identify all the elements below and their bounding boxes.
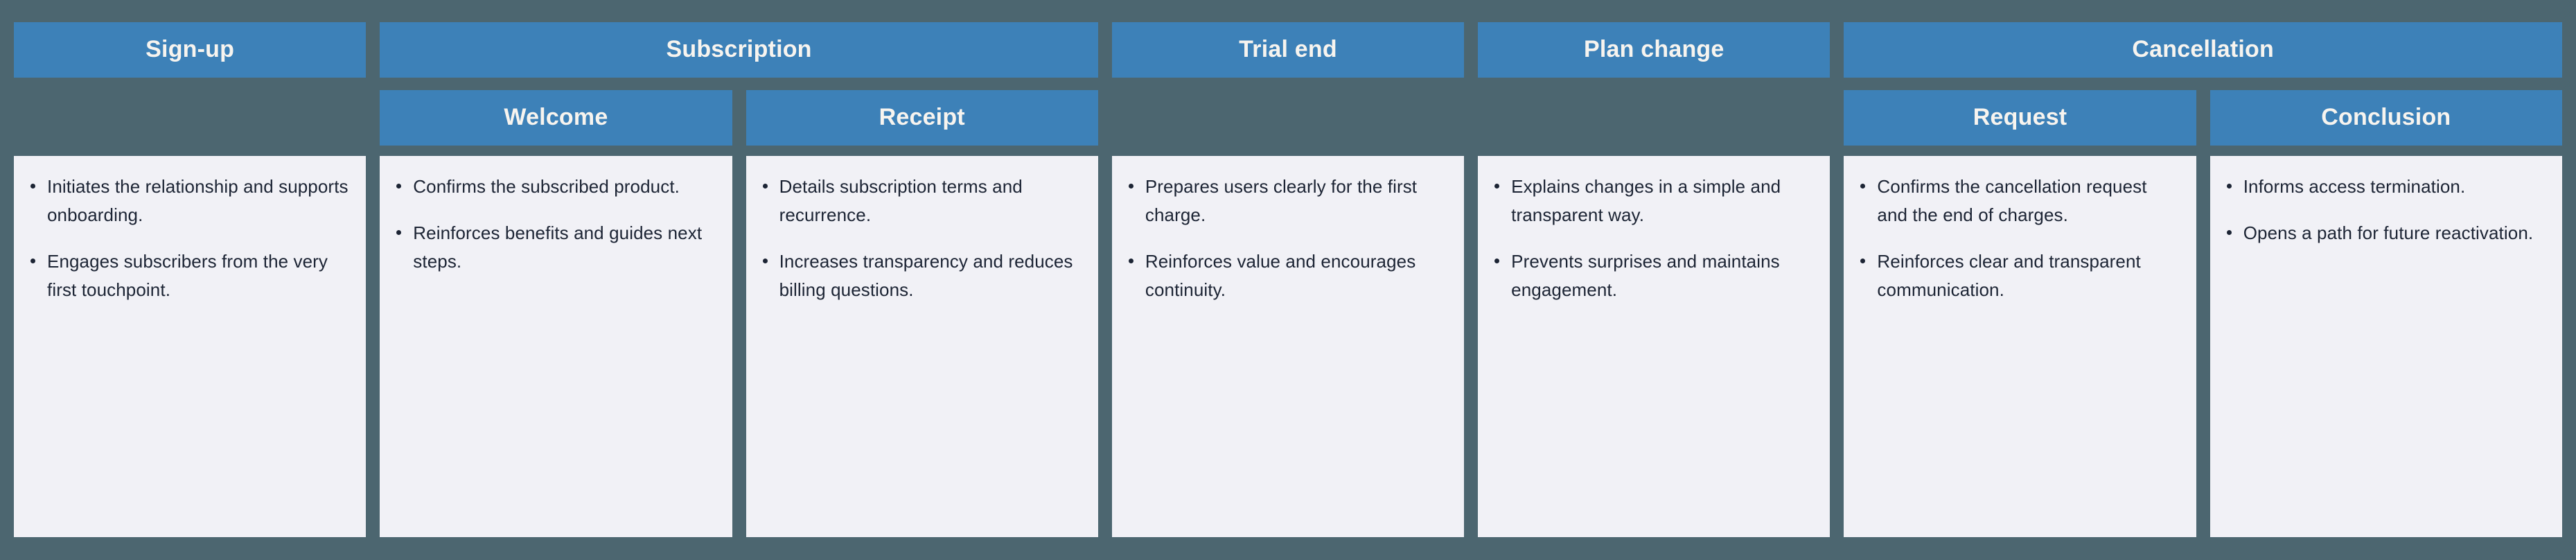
bullet-dot-icon bbox=[396, 184, 402, 189]
bullet-text: Explains changes in a simple and transpa… bbox=[1511, 176, 1781, 226]
bullet-item: Informs access termination. bbox=[2225, 173, 2547, 201]
bullet-dot-icon bbox=[1128, 184, 1133, 189]
bullet-item: Reinforces value and encourages continui… bbox=[1127, 247, 1449, 304]
bullet-text: Opens a path for future reactivation. bbox=[2243, 222, 2534, 244]
bullet-list: Confirms the subscribed product. Reinforc… bbox=[395, 173, 716, 276]
stage-header-subscription[interactable]: Subscription bbox=[380, 22, 1098, 78]
bullet-text: Engages subscribers from the very first … bbox=[47, 251, 328, 301]
bullet-dot-icon bbox=[1494, 259, 1500, 264]
subtype-header-conclusion[interactable]: Conclusion bbox=[2209, 90, 2562, 146]
bullet-item: Prevents surprises and maintains engagem… bbox=[1493, 247, 1815, 304]
bullet-dot-icon bbox=[1860, 259, 1866, 264]
bullet-dot-icon bbox=[2226, 184, 2232, 189]
stage-header-trial-end[interactable]: Trial end bbox=[1111, 22, 1465, 78]
bullet-list: Details subscription terms and recurrenc… bbox=[761, 173, 1083, 304]
bullet-text: Initiates the relationship and supports … bbox=[47, 176, 349, 226]
bullet-dot-icon bbox=[762, 184, 768, 189]
subtype-header-receipt[interactable]: Receipt bbox=[746, 90, 1098, 146]
bullet-list: Prepares users clearly for the first cha… bbox=[1127, 173, 1449, 304]
bullet-item: Initiates the relationship and supports … bbox=[29, 173, 351, 229]
bullet-dot-icon bbox=[396, 230, 402, 236]
bullet-dot-icon bbox=[30, 259, 35, 264]
bullet-text: Reinforces benefits and guides next step… bbox=[413, 222, 703, 272]
bullet-text: Prevents surprises and maintains engagem… bbox=[1511, 251, 1780, 301]
bullet-dot-icon bbox=[762, 259, 768, 264]
description-card-cancellation-conclusion: Informs access termination. Opens a path … bbox=[2209, 156, 2562, 537]
bullet-text: Informs access termination. bbox=[2243, 176, 2466, 197]
bullet-text: Reinforces clear and transparent communi… bbox=[1877, 251, 2141, 301]
stage-header-plan-change[interactable]: Plan change bbox=[1478, 22, 1830, 78]
bullet-list: Explains changes in a simple and transpa… bbox=[1493, 173, 1815, 304]
description-card-receipt: Details subscription terms and recurrenc… bbox=[746, 156, 1098, 537]
bullet-dot-icon bbox=[30, 184, 35, 189]
bullet-dot-icon bbox=[1128, 259, 1133, 264]
subtype-header-spacer-3 bbox=[1112, 90, 1464, 146]
bullet-text: Confirms the cancellation request and th… bbox=[1877, 176, 2147, 226]
bullet-item: Opens a path for future reactivation. bbox=[2225, 219, 2547, 247]
stage-header-sign-up[interactable]: Sign-up bbox=[14, 22, 367, 78]
bullet-dot-icon bbox=[1860, 184, 1866, 189]
bullet-item: Reinforces benefits and guides next step… bbox=[395, 219, 716, 276]
bullet-dot-icon bbox=[2226, 230, 2232, 236]
bullet-item: Confirms the subscribed product. bbox=[395, 173, 716, 201]
description-card-welcome: Confirms the subscribed product. Reinforc… bbox=[380, 156, 732, 537]
description-card-plan-change: Explains changes in a simple and transpa… bbox=[1478, 156, 1830, 537]
bullet-text: Reinforces value and encourages continui… bbox=[1145, 251, 1416, 301]
bullet-dot-icon bbox=[1494, 184, 1500, 189]
bullet-text: Details subscription terms and recurrenc… bbox=[779, 176, 1023, 226]
bullet-list: Confirms the cancellation request and th… bbox=[1859, 173, 2180, 304]
bullet-item: Reinforces clear and transparent communi… bbox=[1859, 247, 2180, 304]
bullet-item: Explains changes in a simple and transpa… bbox=[1493, 173, 1815, 229]
bullet-text: Prepares users clearly for the first cha… bbox=[1145, 176, 1418, 226]
bullet-text: Confirms the subscribed product. bbox=[413, 176, 680, 197]
bullet-list: Informs access termination. Opens a path … bbox=[2225, 173, 2547, 247]
bullet-item: Engages subscribers from the very first … bbox=[29, 247, 351, 304]
bullet-item: Details subscription terms and recurrenc… bbox=[761, 173, 1083, 229]
subtype-header-spacer-4 bbox=[1478, 90, 1830, 146]
description-card-trial-end: Prepares users clearly for the first cha… bbox=[1111, 156, 1465, 537]
subtype-header-request[interactable]: Request bbox=[1844, 90, 2196, 146]
description-card-sign-up: Initiates the relationship and supports … bbox=[14, 156, 367, 537]
subtype-header-welcome[interactable]: Welcome bbox=[380, 90, 732, 146]
bullet-item: Prepares users clearly for the first cha… bbox=[1127, 173, 1449, 229]
bullet-text: Increases transparency and reduces billi… bbox=[779, 251, 1073, 301]
subtype-header-spacer-0 bbox=[14, 90, 366, 146]
description-card-row: Initiates the relationship and supports … bbox=[14, 156, 2562, 537]
bullet-item: Increases transparency and reduces billi… bbox=[761, 247, 1083, 304]
bullet-list: Initiates the relationship and supports … bbox=[29, 173, 351, 304]
stage-header-cancellation[interactable]: Cancellation bbox=[1844, 22, 2562, 78]
bullet-item: Confirms the cancellation request and th… bbox=[1859, 173, 2180, 229]
description-card-cancellation-request: Confirms the cancellation request and th… bbox=[1844, 156, 2196, 537]
